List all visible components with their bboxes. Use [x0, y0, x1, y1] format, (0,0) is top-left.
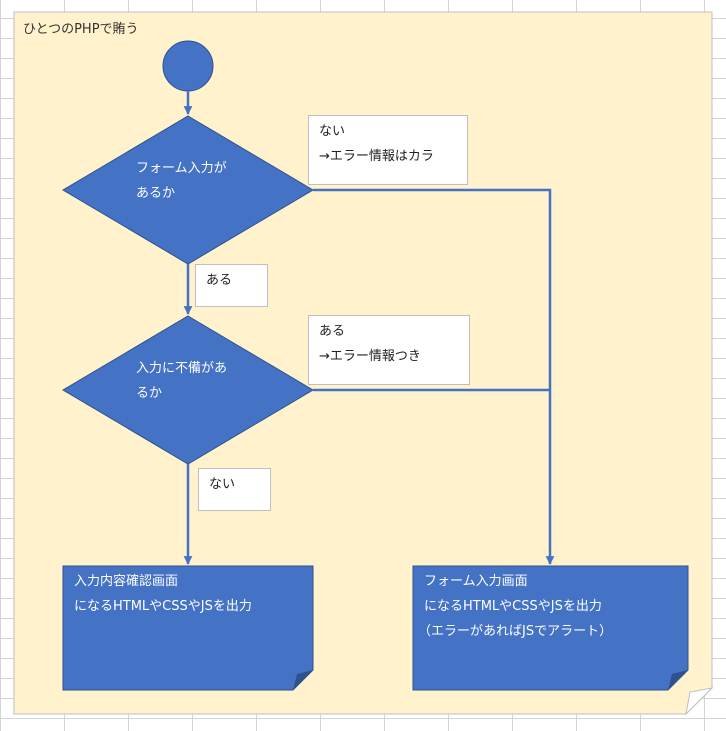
frame-note-fold — [685, 687, 714, 716]
label-decision2-yes-line1: ある — [319, 324, 346, 339]
label-decision1-yes-line1: ある — [206, 273, 233, 288]
label-decision1-no: ない →エラー情報はカラ — [308, 115, 468, 185]
frame-title: ひとつのPHPで賄う — [23, 22, 139, 37]
process-form-line3: （エラーがあればJSでアラート） — [418, 624, 613, 639]
process-form-line2: になるHTMLやCSSやJSを出力 — [424, 599, 602, 614]
label-decision2-yes: ある →エラー情報つき — [308, 315, 470, 385]
process-confirm-line2: になるHTMLやCSSやJSを出力 — [74, 599, 252, 614]
decision-form-input-line1: フォーム入力が — [136, 161, 227, 176]
connector-decision1-to-form — [313, 188, 555, 565]
decision-form-input-line2: あるか — [136, 186, 176, 201]
decision-input-error-line2: るか — [136, 386, 163, 401]
label-decision1-no-line1: ない — [319, 124, 346, 139]
start-circle — [162, 40, 214, 92]
process-confirm-line1: 入力内容確認画面 — [74, 574, 179, 589]
process-form-line1: フォーム入力画面 — [424, 574, 528, 589]
process-confirm-fold — [293, 670, 313, 690]
label-decision2-no: ない — [198, 468, 271, 511]
label-decision2-yes-line2: →エラー情報つき — [319, 349, 421, 364]
process-form-fold — [668, 670, 688, 690]
label-decision1-yes: ある — [195, 264, 268, 307]
label-decision2-no-line1: ない — [209, 477, 236, 492]
decision-input-error-line1: 入力に不備があ — [136, 361, 228, 376]
label-decision1-no-line2: →エラー情報はカラ — [319, 149, 434, 164]
